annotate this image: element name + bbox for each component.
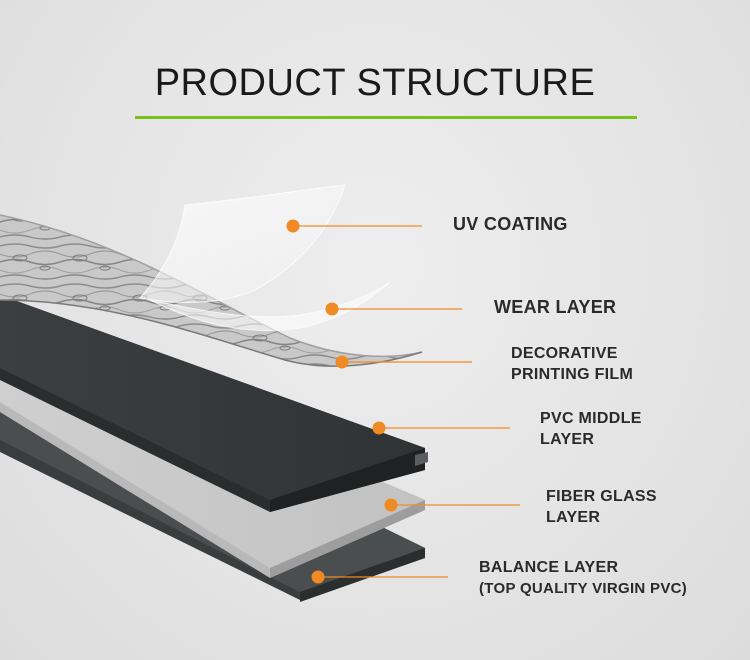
callout-dot-film	[335, 355, 349, 369]
label-balance-layer: BALANCE LAYER (TOP QUALITY VIRGIN PVC)	[479, 557, 687, 599]
label-film-line-2: PRINTING FILM	[511, 366, 634, 383]
label-decorative-printing-film: DECORATIVE PRINTING FILM	[511, 343, 633, 385]
label-fiber-glass-layer: FIBER GLASS LAYER	[546, 486, 657, 528]
wear-layer-shape	[149, 281, 391, 332]
label-wear-layer: WEAR LAYER	[494, 297, 616, 318]
uv-coating-shape	[139, 184, 346, 303]
callout-dot-wear	[325, 302, 339, 316]
label-pvc-line-2: LAYER	[540, 431, 595, 448]
label-fiber-line-1: FIBER GLASS	[546, 488, 657, 505]
label-balance-line-2: (TOP QUALITY VIRGIN PVC)	[479, 580, 688, 597]
label-pvc-line-1: PVC MIDDLE	[540, 410, 642, 427]
callout-dot-fiber	[384, 498, 398, 512]
label-uv-coating-line-1: UV COATING	[453, 214, 568, 234]
label-uv-coating: UV COATING	[453, 214, 568, 235]
callout-dot-pvc	[372, 421, 386, 435]
callout-dot-uv	[286, 219, 300, 233]
page-title: PRODUCT STRUCTURE	[154, 62, 596, 104]
pvc-middle-layer-shape	[0, 295, 428, 512]
label-balance-line-1: BALANCE LAYER	[479, 559, 619, 576]
callout-dot-balance	[311, 570, 325, 584]
title-underline	[135, 116, 637, 119]
label-film-line-1: DECORATIVE	[511, 345, 618, 362]
label-pvc-middle-layer: PVC MIDDLE LAYER	[540, 408, 642, 450]
label-wear-layer-line-1: WEAR LAYER	[494, 297, 617, 317]
label-fiber-line-2: LAYER	[546, 509, 601, 526]
